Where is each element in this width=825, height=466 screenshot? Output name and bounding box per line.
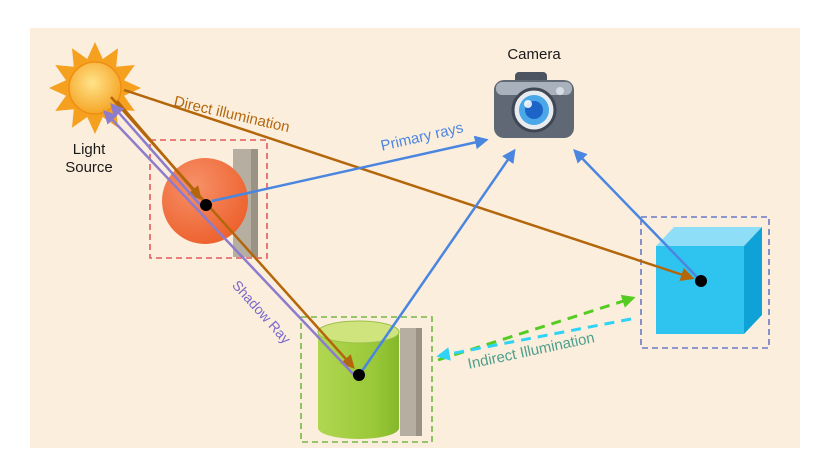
- primary-ray-from-sphere: [211, 135, 489, 203]
- camera-label: Camera: [507, 46, 561, 63]
- cylinder-bounding-box: [300, 316, 433, 443]
- shadow-ray-from-sphere: [110, 102, 203, 208]
- direct-ray-to-cylinder: [110, 96, 355, 370]
- shadow-ray-from-cylinder: [103, 110, 357, 378]
- cube-bounding-box: [640, 216, 770, 349]
- primary-ray-from-cube: [573, 149, 698, 278]
- sun-icon: [49, 42, 141, 134]
- hit-point-sphere: [200, 199, 212, 211]
- sphere-bounding-box: [149, 139, 268, 259]
- camera-flash-dot: [556, 87, 564, 95]
- cylinder-backdrop-panel: [400, 328, 422, 436]
- indirect-ray-to-cylinder: [436, 317, 632, 361]
- camera-lens-highlight: [524, 100, 532, 108]
- hit-point-cylinder: [353, 369, 365, 381]
- cube-object: [656, 227, 762, 334]
- indirect-ray-to-cube: [437, 294, 636, 362]
- light-source-label: Light Source: [65, 141, 113, 176]
- primary-ray-from-cylinder: [360, 148, 516, 372]
- direct-ray-to-cube: [123, 88, 695, 282]
- camera-icon: [494, 72, 574, 138]
- hit-point-cube: [695, 275, 707, 287]
